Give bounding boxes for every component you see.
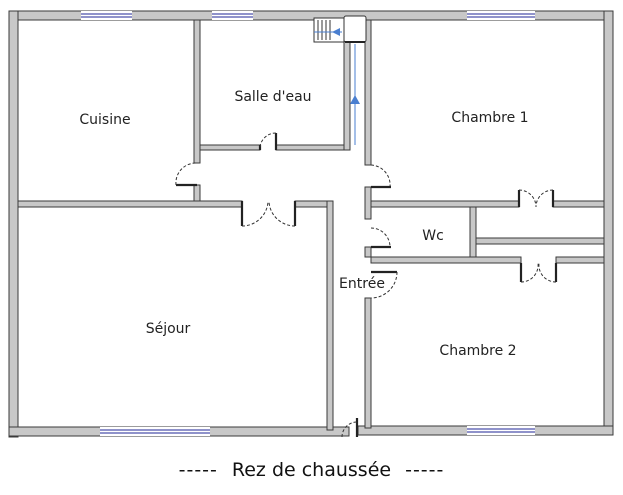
doors [175,132,558,438]
floor-caption: ----- Rez de chaussée ----- [0,459,623,481]
stair-arrow-left-icon [332,28,340,36]
interior-walls [17,19,605,431]
room-label-entree: Entrée [339,276,385,292]
windows [81,11,535,436]
stair-arrow-up-icon [350,95,360,104]
caption-dashes-right: ----- [405,459,445,481]
caption-dashes-left: ----- [178,459,218,481]
room-label-chambre-1: Chambre 1 [451,110,529,126]
staircase [313,15,367,145]
room-label-cuisine: Cuisine [79,112,131,128]
room-label-salle-d-eau: Salle d'eau [234,89,312,105]
room-label-wc: Wc [422,228,444,244]
room-label-chambre-2: Chambre 2 [439,343,517,359]
floor-title: Rez de chaussée [231,459,392,481]
outer-walls [8,10,614,438]
room-label-sejour: Séjour [145,321,191,337]
